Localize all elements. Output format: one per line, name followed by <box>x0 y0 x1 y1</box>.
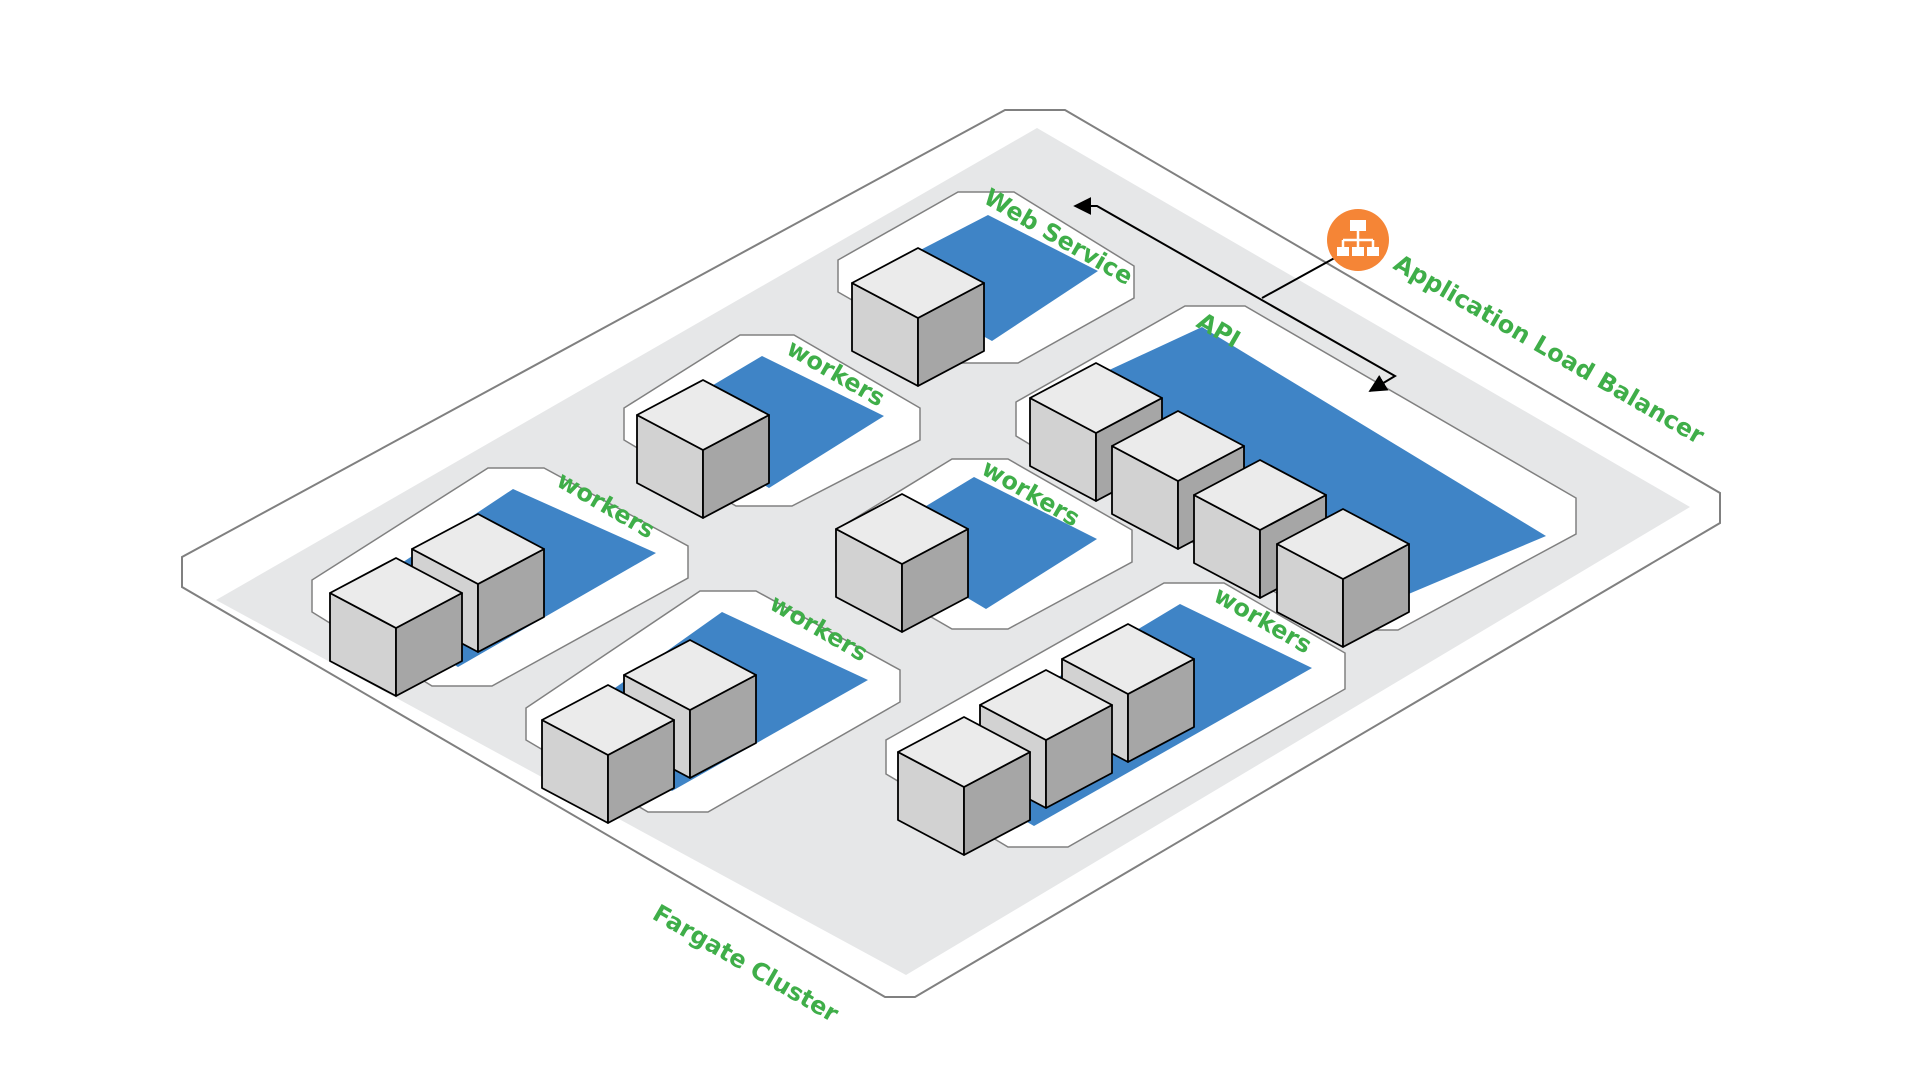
task-cube-top-face <box>979 669 1113 741</box>
task-cube-top-face <box>636 379 770 451</box>
task-cube-top-face <box>1061 623 1195 695</box>
task-cube <box>1276 508 1410 648</box>
application-load-balancer-icon[interactable] <box>1327 209 1389 271</box>
task-cube-top-face <box>623 639 757 711</box>
load-balancer-connector <box>1073 197 1397 392</box>
task-cube-top-face <box>1111 410 1245 482</box>
task-cube <box>851 247 985 387</box>
task-cube-top-face <box>1193 459 1327 531</box>
task-cube-top-face <box>897 716 1031 788</box>
task-cube-top-face <box>329 557 463 629</box>
task-cube <box>636 379 770 519</box>
task-cube-top-face <box>851 247 985 319</box>
task-cube-top-face <box>1276 508 1410 580</box>
task-cube <box>329 557 463 697</box>
task-cube <box>541 684 675 824</box>
task-cube <box>897 716 1031 856</box>
task-cube-top-face <box>411 513 545 585</box>
task-cube-top-face <box>835 493 969 565</box>
task-cube-top-face <box>541 684 675 756</box>
task-cube <box>835 493 969 633</box>
